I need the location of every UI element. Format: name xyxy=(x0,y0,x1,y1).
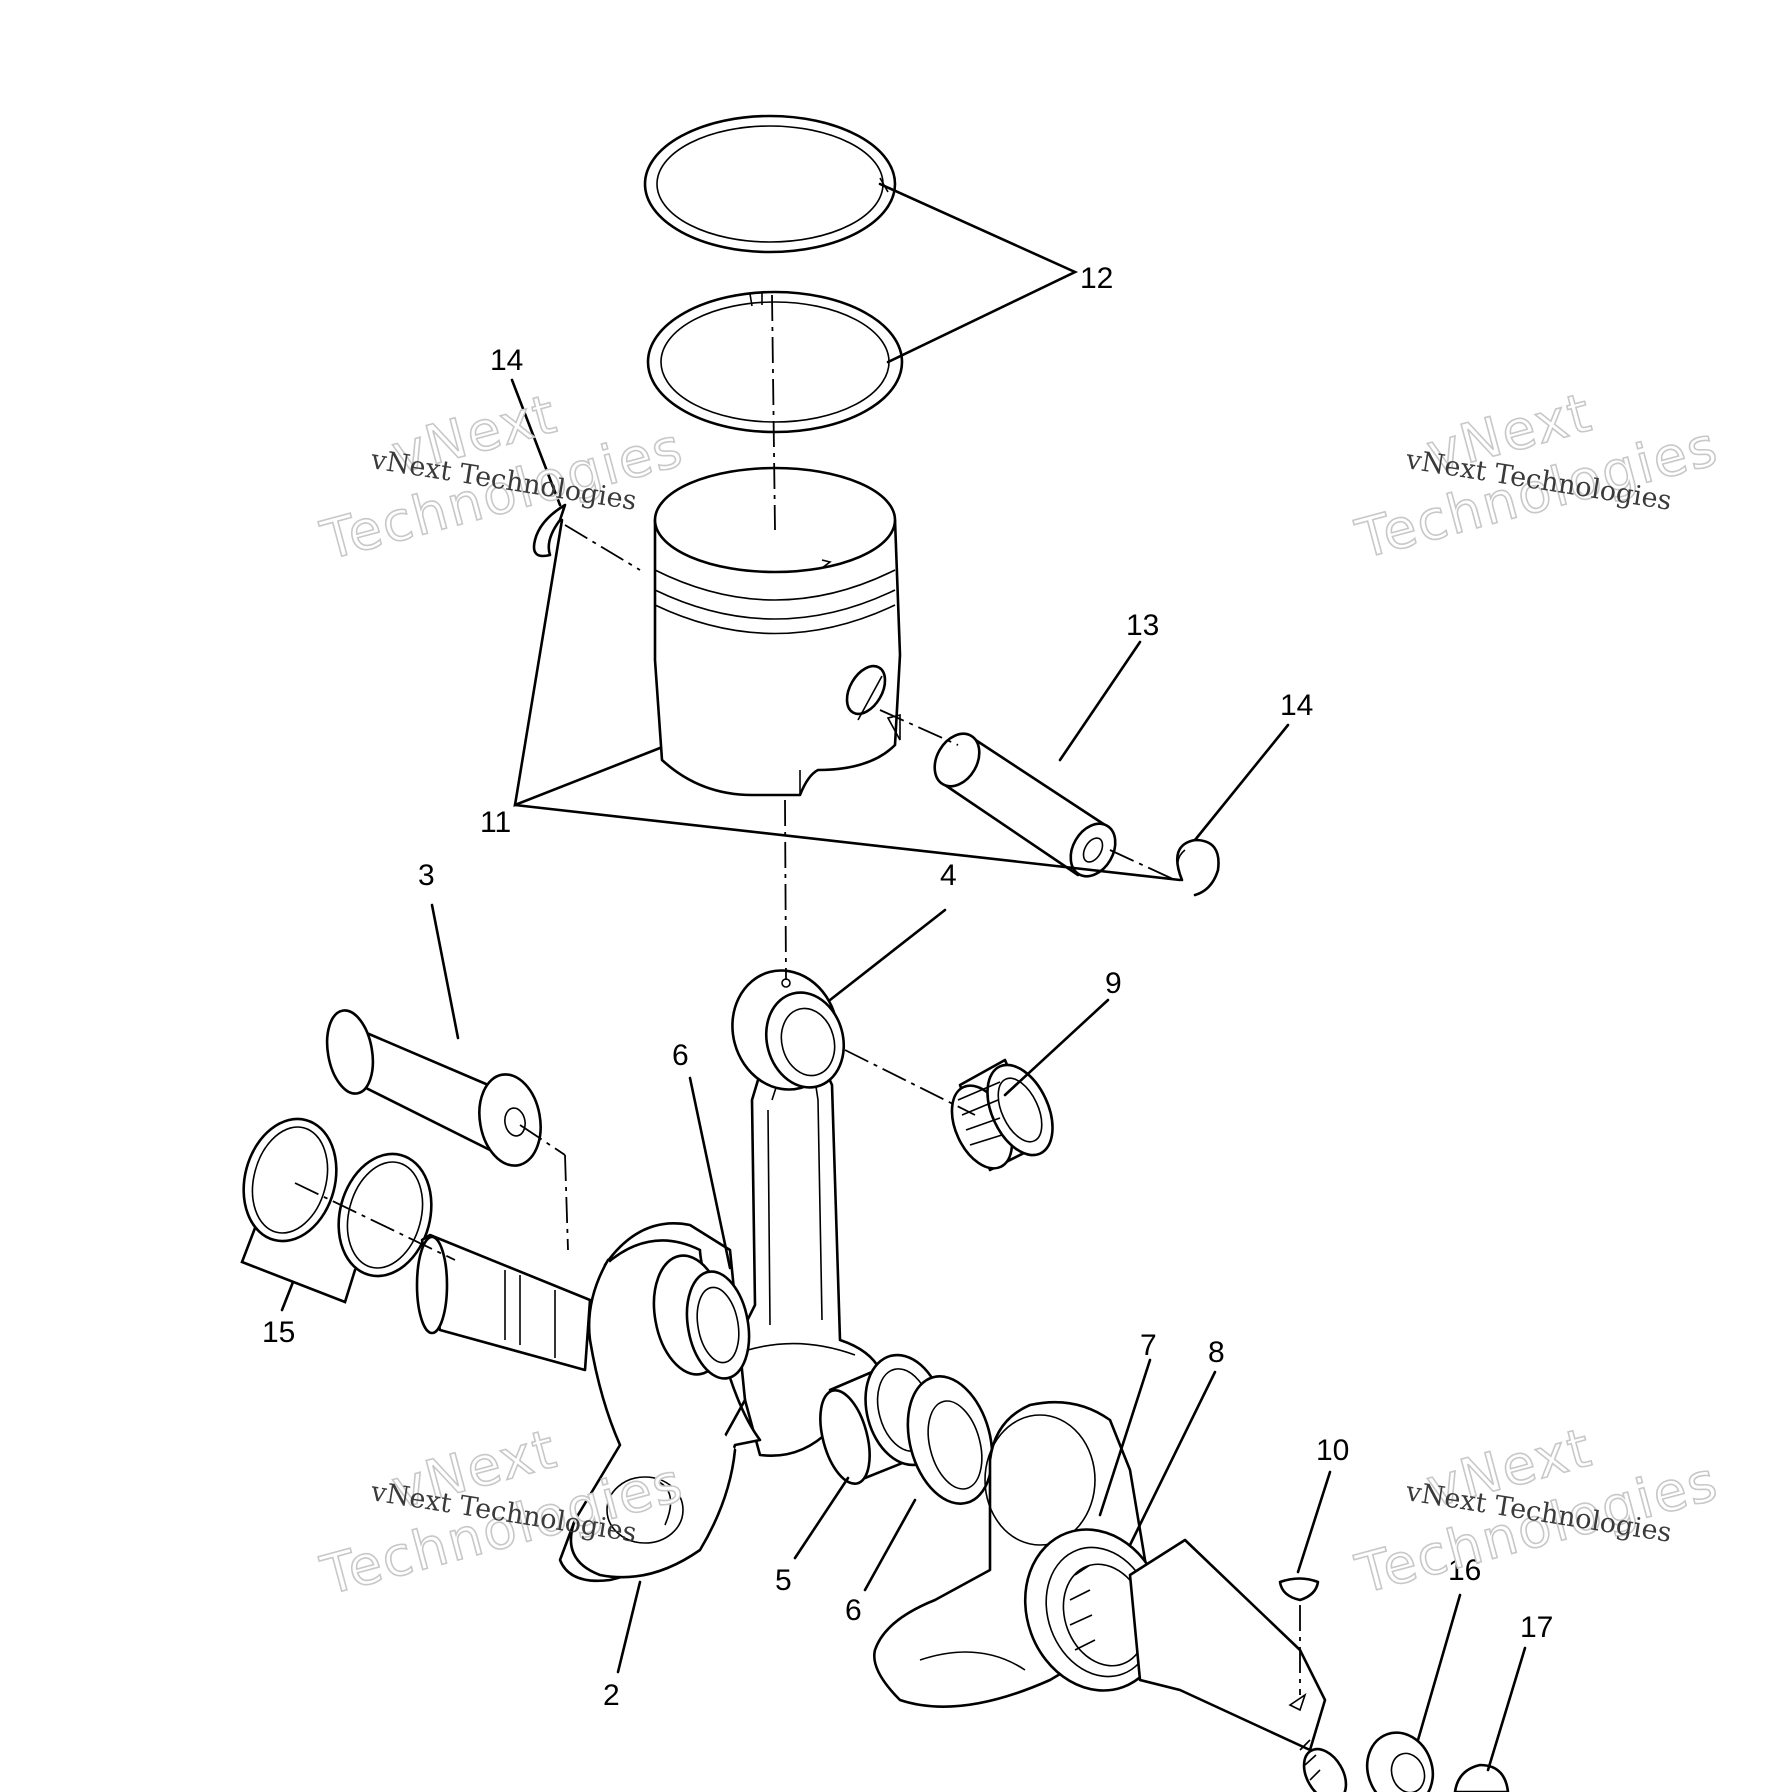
callout-15: 15 xyxy=(262,1316,295,1349)
callout-16: 16 xyxy=(1448,1554,1481,1587)
watermark-top-right: vNext Technologies xyxy=(1349,380,1726,572)
crank-pin-washer-and-bearing xyxy=(819,1353,994,1505)
callout-5: 5 xyxy=(775,1564,792,1597)
piston-ring-second xyxy=(646,290,904,434)
callout-10: 10 xyxy=(1316,1434,1349,1467)
callout-3: 3 xyxy=(418,859,435,892)
leader-lines xyxy=(240,182,1527,1772)
assembly-axes xyxy=(294,294,1301,1695)
callout-2: 2 xyxy=(603,1679,620,1712)
callout-12: 12 xyxy=(1080,262,1113,295)
callout-9: 9 xyxy=(1105,967,1122,1000)
callout-13: 13 xyxy=(1126,609,1159,642)
crankshaft-left-half xyxy=(415,1222,762,1583)
callout-14-right: 14 xyxy=(1280,689,1313,722)
callout-4: 4 xyxy=(940,859,957,892)
callout-17: 17 xyxy=(1520,1611,1553,1644)
small-end-bearing-4 xyxy=(731,969,846,1091)
callout-6-lower: 6 xyxy=(845,1594,862,1627)
callout-14-left: 14 xyxy=(490,344,523,377)
nut xyxy=(1453,1763,1510,1792)
woodruff-key xyxy=(1278,1577,1320,1602)
needle-bearing xyxy=(950,1058,1054,1172)
washer xyxy=(1365,1731,1435,1792)
crank-pin xyxy=(325,1009,542,1167)
seal-ring-b xyxy=(337,1152,433,1278)
callout-6-upper: 6 xyxy=(672,1039,689,1072)
crankshaft-right-half xyxy=(873,1400,1348,1792)
callout-11: 11 xyxy=(480,806,511,839)
piston-ring-top xyxy=(643,114,897,254)
piston-pin-clip-left xyxy=(532,503,567,558)
callout-labels: 12 14 13 14 11 3 4 9 6 15 7 8 10 5 6 2 1… xyxy=(262,262,1553,1712)
piston xyxy=(653,466,902,797)
piston-pin-circlip-right xyxy=(1175,838,1220,897)
callout-7: 7 xyxy=(1140,1329,1157,1362)
callout-8: 8 xyxy=(1208,1336,1225,1369)
piston-pin xyxy=(933,732,1117,878)
seal-ring-a xyxy=(242,1117,338,1243)
